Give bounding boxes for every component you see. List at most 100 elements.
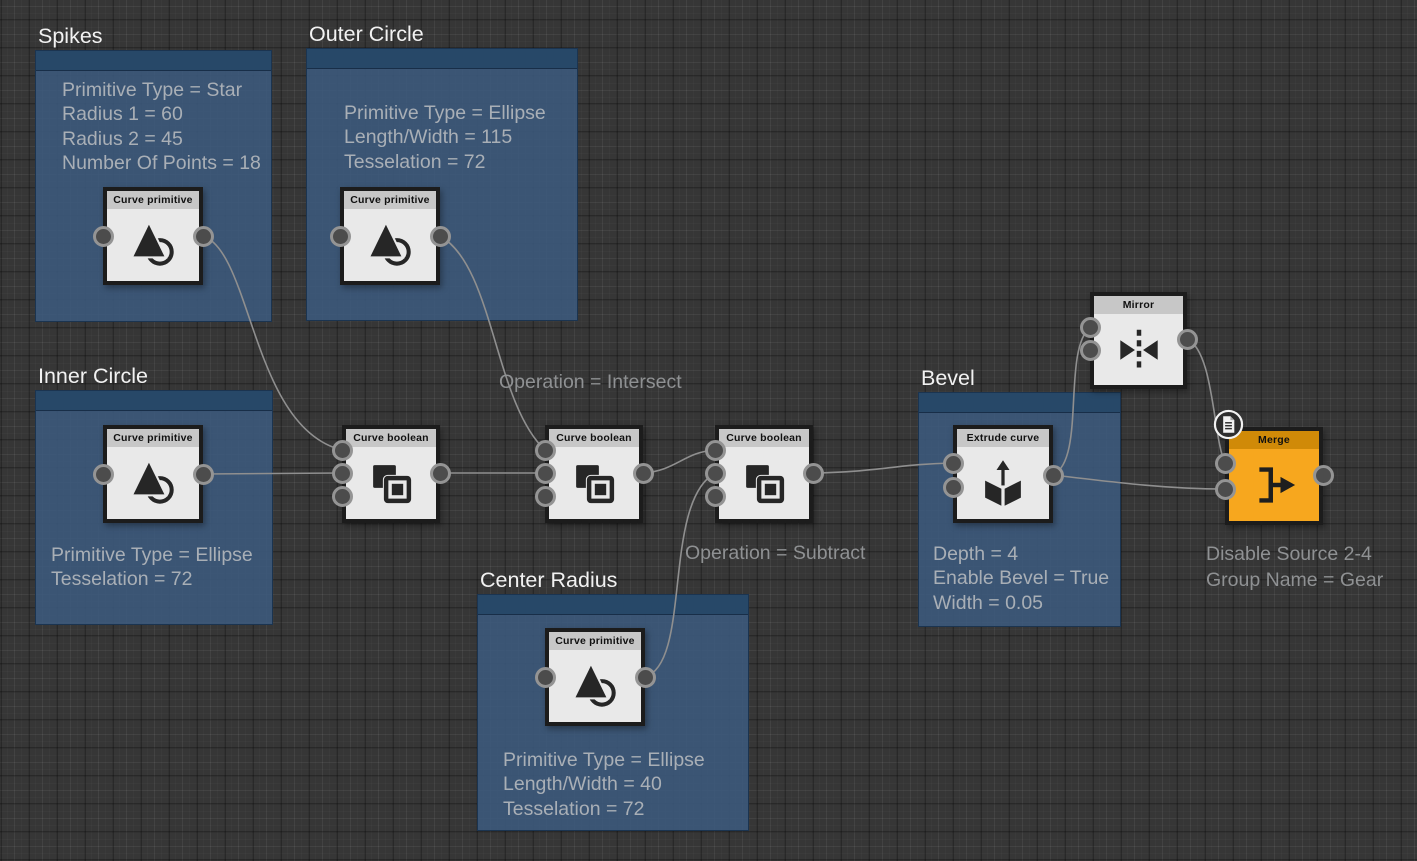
annotation-line: Disable Source 2-4 bbox=[1206, 543, 1372, 565]
input-port-1[interactable] bbox=[1214, 452, 1236, 474]
input-port-2[interactable] bbox=[942, 476, 964, 498]
input-port-1[interactable] bbox=[534, 666, 556, 688]
output-port[interactable] bbox=[802, 462, 824, 484]
param-line: Primitive Type = Ellipse bbox=[344, 102, 546, 124]
node-title: Curve primitive bbox=[113, 432, 193, 444]
group-header-bar[interactable] bbox=[478, 595, 748, 615]
output-port[interactable] bbox=[632, 462, 654, 484]
output-port[interactable] bbox=[1176, 328, 1198, 350]
input-port-3[interactable] bbox=[534, 485, 556, 507]
node-header[interactable]: Curve boolean bbox=[346, 429, 436, 447]
input-port-2[interactable] bbox=[1214, 478, 1236, 500]
input-port-3[interactable] bbox=[704, 485, 726, 507]
group-title: Center Radius bbox=[480, 568, 618, 592]
input-port-1[interactable] bbox=[331, 439, 353, 461]
annotation-line: Operation = Intersect bbox=[499, 371, 682, 393]
curve-primitive-icon bbox=[127, 457, 179, 509]
param-line: Primitive Type = Star bbox=[62, 79, 243, 101]
node-body bbox=[719, 447, 809, 519]
node-header[interactable]: Curve primitive bbox=[107, 191, 199, 209]
param-line: Length/Width = 40 bbox=[503, 773, 662, 796]
node-merge[interactable]: Merge bbox=[1214, 427, 1334, 525]
input-port-1[interactable] bbox=[92, 225, 114, 247]
node-header[interactable]: Curve boolean bbox=[549, 429, 639, 447]
node-curve-boolean-1[interactable]: Curve boolean bbox=[331, 425, 451, 523]
input-port-1[interactable] bbox=[534, 439, 556, 461]
note-icon[interactable] bbox=[1213, 409, 1244, 440]
output-port[interactable] bbox=[429, 462, 451, 484]
param-line: Width = 0.05 bbox=[933, 591, 1044, 614]
merge-icon bbox=[1248, 459, 1300, 511]
node-extrude-curve[interactable]: Extrude curve bbox=[942, 425, 1064, 523]
group-header-bar[interactable] bbox=[36, 391, 272, 411]
wire-curve-boolean-2-to-curve-boolean-3-in1[interactable] bbox=[642, 449, 716, 474]
group-title: Inner Circle bbox=[38, 364, 148, 388]
node-header[interactable]: Merge bbox=[1229, 431, 1319, 449]
output-port[interactable] bbox=[192, 463, 214, 485]
annotation-label: Operation = Subtract bbox=[685, 541, 865, 567]
node-title: Mirror bbox=[1122, 299, 1155, 311]
curve-boolean-icon bbox=[365, 457, 417, 509]
node-title: Curve primitive bbox=[350, 194, 430, 206]
param-line: Depth = 4 bbox=[933, 543, 1019, 565]
node-header[interactable]: Extrude curve bbox=[957, 429, 1049, 447]
node-title: Curve boolean bbox=[556, 432, 632, 444]
node-curve-boolean-3[interactable]: Curve boolean bbox=[704, 425, 824, 523]
mirror-icon bbox=[1113, 324, 1165, 376]
node-title: Curve primitive bbox=[113, 194, 193, 206]
param-line: Tesselation = 72 bbox=[503, 797, 645, 820]
wire-curve-primitive-center-to-curve-boolean-3-in2[interactable] bbox=[644, 472, 716, 678]
wire-extrude-curve-to-merge-in2[interactable] bbox=[1052, 474, 1226, 490]
output-port[interactable] bbox=[192, 225, 214, 247]
wire-mirror-to-merge-in1[interactable] bbox=[1186, 338, 1226, 464]
input-port-2[interactable] bbox=[704, 462, 726, 484]
input-port-1[interactable] bbox=[704, 439, 726, 461]
group-header-bar[interactable] bbox=[919, 393, 1120, 413]
node-header[interactable]: Mirror bbox=[1094, 296, 1183, 314]
input-port-2[interactable] bbox=[331, 462, 353, 484]
param-line: Primitive Type = Ellipse bbox=[51, 544, 253, 566]
node-mirror[interactable]: Mirror bbox=[1079, 292, 1198, 389]
input-port-2[interactable] bbox=[1079, 339, 1101, 361]
group-title: Spikes bbox=[38, 24, 103, 48]
output-port[interactable] bbox=[1042, 464, 1064, 486]
input-port-1[interactable] bbox=[942, 452, 964, 474]
param-line: Tesselation = 72 bbox=[51, 568, 193, 591]
output-port[interactable] bbox=[1312, 464, 1334, 486]
input-port-1[interactable] bbox=[329, 225, 351, 247]
node-title: Extrude curve bbox=[966, 432, 1040, 444]
node-curve-primitive-inner[interactable]: Curve primitive bbox=[92, 425, 214, 523]
output-port[interactable] bbox=[429, 225, 451, 247]
group-header-bar[interactable] bbox=[36, 51, 271, 71]
node-curve-primitive-outer[interactable]: Curve primitive bbox=[329, 187, 451, 285]
group-title: Bevel bbox=[921, 366, 975, 390]
node-header[interactable]: Curve boolean bbox=[719, 429, 809, 447]
node-curve-primitive-center[interactable]: Curve primitive bbox=[534, 628, 656, 726]
input-port-1[interactable] bbox=[1079, 316, 1101, 338]
wire-extrude-curve-to-mirror-in1[interactable] bbox=[1052, 326, 1091, 476]
node-curve-boolean-2[interactable]: Curve boolean bbox=[534, 425, 654, 523]
annotation-label: Operation = Intersect bbox=[499, 370, 682, 396]
node-body bbox=[1229, 449, 1319, 521]
node-curve-primitive-spikes[interactable]: Curve primitive bbox=[92, 187, 214, 285]
wire-curve-primitive-outer-to-curve-boolean-2-in1[interactable] bbox=[439, 235, 546, 451]
node-header[interactable]: Curve primitive bbox=[107, 429, 199, 447]
curve-primitive-icon bbox=[364, 219, 416, 271]
node-header[interactable]: Curve primitive bbox=[549, 632, 641, 650]
wire-curve-primitive-spikes-to-curve-boolean-1-in1[interactable] bbox=[202, 235, 343, 451]
input-port-1[interactable] bbox=[92, 463, 114, 485]
input-port-2[interactable] bbox=[534, 462, 556, 484]
wire-curve-boolean-3-to-extrude-curve-in1[interactable] bbox=[812, 462, 954, 474]
group-header-bar[interactable] bbox=[307, 49, 577, 69]
output-port[interactable] bbox=[634, 666, 656, 688]
node-header[interactable]: Curve primitive bbox=[344, 191, 436, 209]
param-line: Primitive Type = Ellipse bbox=[503, 749, 705, 771]
node-body bbox=[957, 447, 1049, 519]
input-port-3[interactable] bbox=[331, 485, 353, 507]
wire-curve-primitive-inner-to-curve-boolean-1-in2[interactable] bbox=[202, 472, 343, 475]
